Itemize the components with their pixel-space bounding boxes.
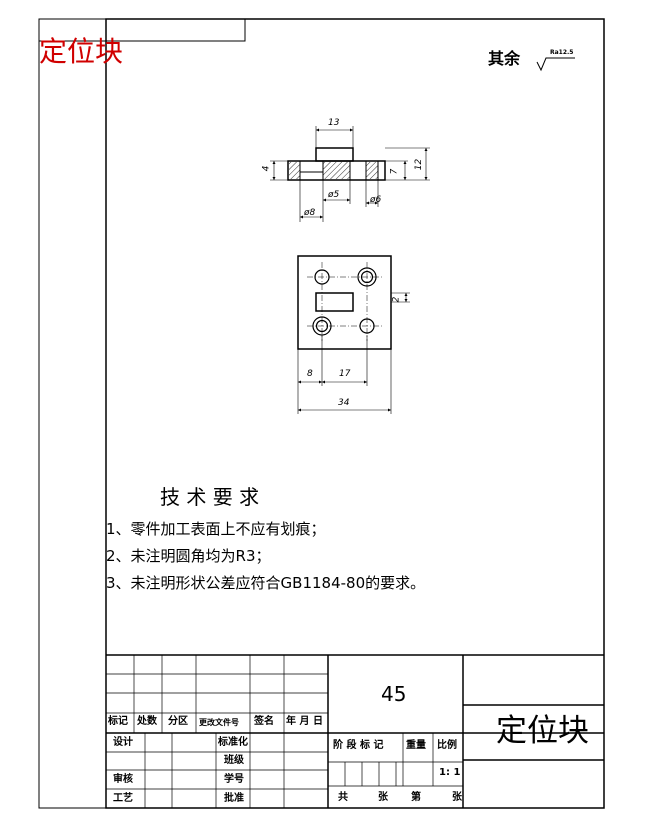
dim-phi8: ø8 — [304, 208, 316, 218]
roughness-symbol — [536, 57, 575, 72]
roughness-value: Ra12.5 — [550, 49, 574, 56]
sheet-total-unit: 张 — [378, 792, 388, 803]
label-review: 审核 — [113, 774, 133, 785]
tech-title: 技 术 要 求 — [160, 485, 260, 509]
label-student-no: 学号 — [224, 774, 244, 785]
dim-2: 2 — [391, 296, 402, 303]
header-fenqu: 分区 — [168, 716, 188, 727]
front-boss — [315, 147, 354, 162]
scale-value: 1: 1 — [439, 767, 461, 778]
header-file-no: 更改文件号 — [199, 718, 239, 727]
dim-12: 12 — [414, 158, 425, 171]
title-block — [106, 654, 604, 808]
label-approve: 批准 — [224, 793, 244, 804]
label-craft: 工艺 — [113, 793, 133, 804]
drawing-number-box — [38, 18, 246, 42]
slot — [315, 292, 354, 312]
outer-border — [38, 18, 605, 809]
dim-4: 4 — [261, 165, 272, 172]
dim-phi5: ø5 — [328, 190, 340, 200]
top-outline — [297, 255, 392, 350]
dim-17: 17 — [339, 369, 351, 379]
dim-34: 34 — [338, 398, 350, 408]
tech-item-3: 3、未注明形状公差应符合GB1184-80的要求。 — [106, 574, 426, 592]
header-date: 年 月 日 — [286, 716, 323, 727]
label-class: 班级 — [224, 755, 244, 766]
inner-frame — [105, 18, 605, 809]
dim-13: 13 — [328, 118, 340, 128]
hatch-left — [289, 162, 300, 179]
header-biaoji: 标记 — [108, 716, 128, 727]
dim-phi6: ø6 — [370, 195, 382, 205]
sheet-total-label: 共 — [338, 792, 348, 803]
roughness-prefix: 其余 — [488, 49, 521, 68]
dim-8: 8 — [307, 369, 313, 379]
front-view — [270, 126, 430, 222]
label-weight: 重量 — [406, 740, 426, 751]
label-stage-mark: 阶 段 标 记 — [333, 740, 384, 751]
header-chushu: 处数 — [137, 716, 157, 727]
header-signature: 签名 — [254, 716, 274, 727]
part-name-stamp: 定位块 — [39, 35, 124, 68]
tech-item-1: 1、零件加工表面上不应有划痕； — [106, 520, 326, 538]
title-block-name: 定位块 — [496, 713, 589, 749]
sheet-number-label: 第 — [411, 792, 421, 803]
sheet-number-unit: 张 — [452, 792, 462, 803]
hatch-right — [366, 162, 378, 179]
dim-7: 7 — [389, 168, 400, 175]
label-design: 设计 — [113, 737, 133, 748]
label-standardize: 标准化 — [218, 737, 248, 748]
hatch-mid — [323, 162, 350, 179]
top-view — [297, 255, 410, 414]
tech-item-2: 2、未注明圆角均为R3； — [106, 547, 271, 565]
hole-top-right-inner — [360, 270, 374, 284]
material-label: 45 — [381, 682, 407, 706]
label-scale: 比例 — [437, 740, 457, 751]
